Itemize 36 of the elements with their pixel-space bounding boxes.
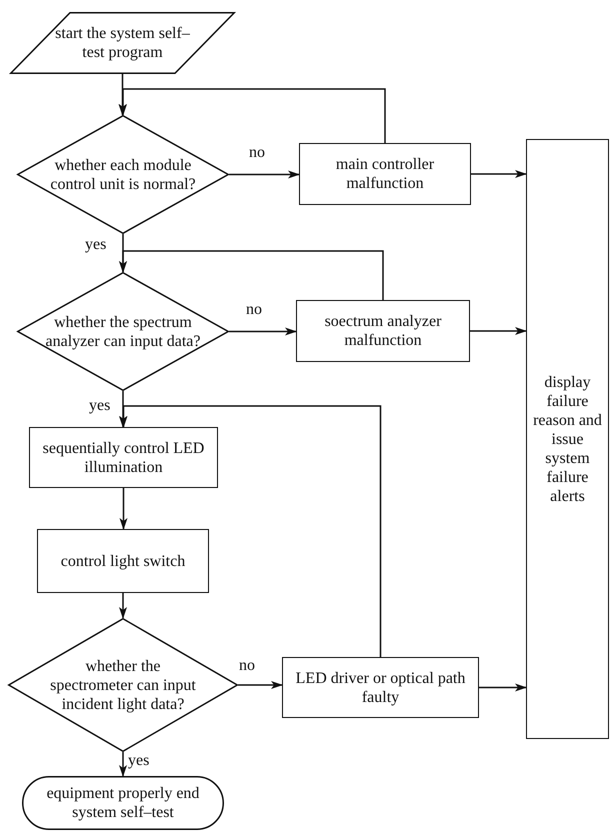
arrow bbox=[119, 593, 127, 619]
decision-diamond bbox=[17, 115, 229, 234]
input-parallelogram bbox=[10, 12, 235, 74]
arrow bbox=[120, 405, 382, 657]
node-text: soectrum analyzer malfunction bbox=[324, 312, 442, 350]
arrow bbox=[119, 391, 127, 428]
process-box bbox=[526, 139, 609, 739]
node-text: control light switch bbox=[60, 552, 186, 570]
arrow bbox=[479, 684, 527, 692]
process-box bbox=[282, 657, 479, 718]
node-text: start the system self–test program bbox=[54, 24, 191, 62]
node-text: whether the spectrum analyzer can input data? bbox=[44, 312, 202, 350]
arrow bbox=[120, 488, 128, 530]
arrow bbox=[119, 88, 386, 143]
process-box bbox=[37, 529, 209, 593]
node-text: sequentially control LED illumination bbox=[42, 438, 206, 476]
arrow bbox=[119, 250, 384, 300]
node-text: LED driver or optical path faulty bbox=[294, 668, 466, 706]
decision-diamond bbox=[17, 272, 229, 391]
process-box bbox=[29, 427, 218, 488]
node-text: display failure reason and issue system failure alerts bbox=[532, 372, 603, 506]
process-box bbox=[299, 143, 471, 205]
decision-diamond bbox=[8, 618, 238, 752]
process-box bbox=[296, 300, 470, 362]
node-text: whether the spectrometer can input incident light data? bbox=[49, 656, 197, 714]
arrow bbox=[470, 327, 527, 335]
node-text: equipment properly end system self–test bbox=[46, 784, 200, 822]
arrow bbox=[229, 328, 297, 336]
arrow bbox=[229, 170, 300, 178]
arrow bbox=[119, 752, 127, 777]
node-text: whether each module control unit is normal? bbox=[49, 156, 197, 194]
arrow bbox=[118, 74, 126, 116]
arrow bbox=[471, 170, 527, 178]
arrow bbox=[238, 681, 283, 689]
node-text: main controller malfunction bbox=[334, 155, 436, 193]
terminal-box bbox=[22, 776, 224, 830]
